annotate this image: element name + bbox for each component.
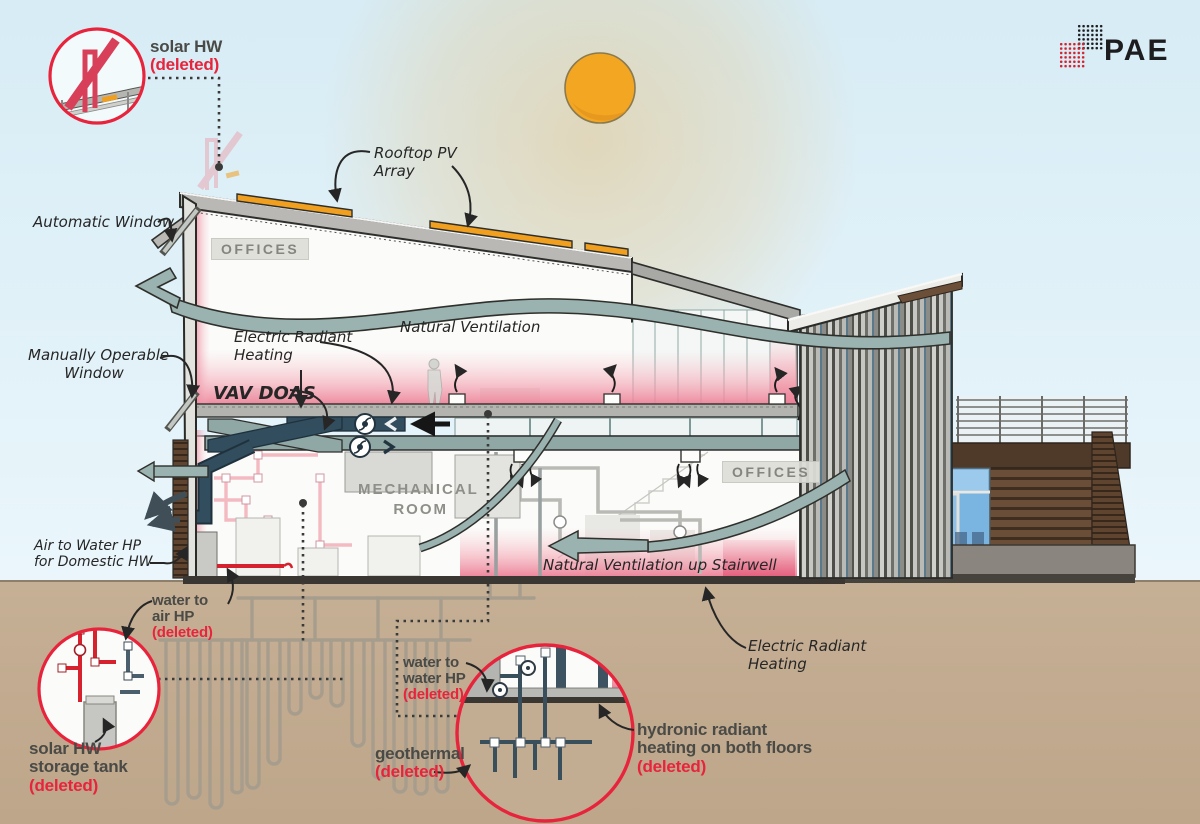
pae-logo: PAE: [1056, 22, 1186, 74]
deleted-solar-panel: [197, 130, 243, 191]
label-electric-radiant-upper: Electric Radiant Heating: [234, 328, 353, 364]
label-natural-ventilation: Natural Ventilation: [400, 318, 541, 336]
label-nat-vent-stairwell: Natural Ventilation up Stairwell: [543, 556, 777, 574]
callout-hydronic: [455, 643, 635, 823]
label-solar-tank: solar HW storage tank (deleted): [29, 739, 128, 795]
person-silhouette-upper: [427, 358, 443, 407]
floor-slab: [187, 403, 799, 437]
pv-strip: [236, 193, 353, 218]
pv-strip: [584, 242, 629, 257]
label-water-to-air-hp: water to air HP (deleted): [152, 592, 213, 642]
label-offices-lower: OFFICES: [722, 461, 821, 483]
callout-solar-tank: [37, 627, 161, 751]
pae-logo-text: PAE: [1104, 34, 1170, 67]
label-water-to-water-hp: water to water HP (deleted): [403, 654, 466, 704]
label-solar-hw: solar HW (deleted): [150, 37, 223, 75]
label-air-to-water-hp: Air to Water HP for Domestic HW: [34, 538, 153, 570]
label-arrows: [94, 150, 747, 779]
ventilation-ribbons: [134, 266, 951, 563]
label-rooftop-pv: Rooftop PV Array: [374, 144, 457, 180]
label-automatic-window: Automatic Window: [33, 213, 175, 231]
pae-logo-red-square: [1059, 42, 1086, 69]
dotted-leaders: [60, 76, 490, 718]
label-electric-radiant-lower: Electric Radiant Heating: [748, 637, 867, 673]
label-hydronic: hydronic radiant heating on both floors …: [637, 720, 813, 776]
callout-solar-hw: [48, 27, 146, 125]
pv-strip: [429, 220, 573, 249]
label-geothermal: geothermal (deleted): [375, 744, 465, 782]
dotted-leader-dots: [215, 163, 492, 507]
louver-tower: [787, 272, 963, 579]
label-vav-doas: VAV DOAS: [213, 383, 316, 404]
label-mechanical-room: MECHANICAL ROOM: [358, 481, 479, 519]
label-offices-upper: OFFICES: [211, 238, 310, 260]
label-manually-operable: Manually Operable Window: [28, 346, 170, 382]
geothermal-loops: [158, 574, 536, 810]
sun-icon: [564, 52, 636, 124]
